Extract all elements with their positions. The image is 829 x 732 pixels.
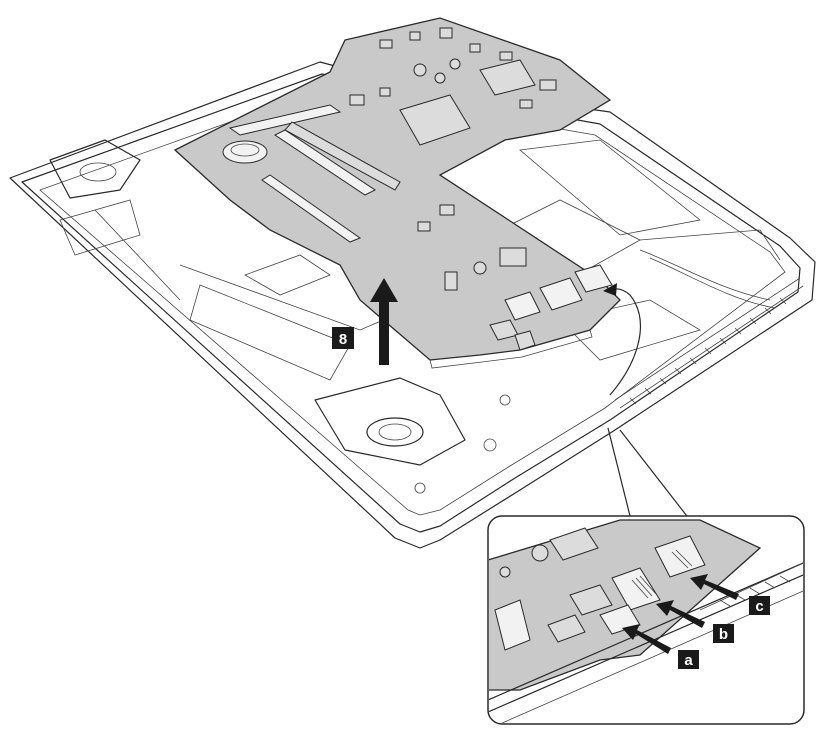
arrow-a-icon	[622, 624, 671, 654]
arrow-b-icon	[656, 600, 705, 628]
step-label: 8	[332, 327, 354, 349]
label-b-text: b	[719, 626, 728, 643]
step-number: 8	[339, 331, 347, 348]
label-a-text: a	[684, 652, 693, 669]
arrow-c-icon	[690, 574, 739, 600]
label-a: a	[678, 650, 699, 669]
lift-arrow-icon	[370, 278, 398, 365]
io-ports	[489, 264, 613, 351]
label-c-text: c	[755, 598, 763, 615]
detail-inset: a b c	[487, 515, 805, 725]
motherboard	[173, 17, 621, 369]
connector-pointer	[603, 283, 641, 396]
vent-strip	[614, 277, 804, 409]
label-c: c	[749, 596, 770, 615]
label-b: b	[713, 624, 734, 643]
